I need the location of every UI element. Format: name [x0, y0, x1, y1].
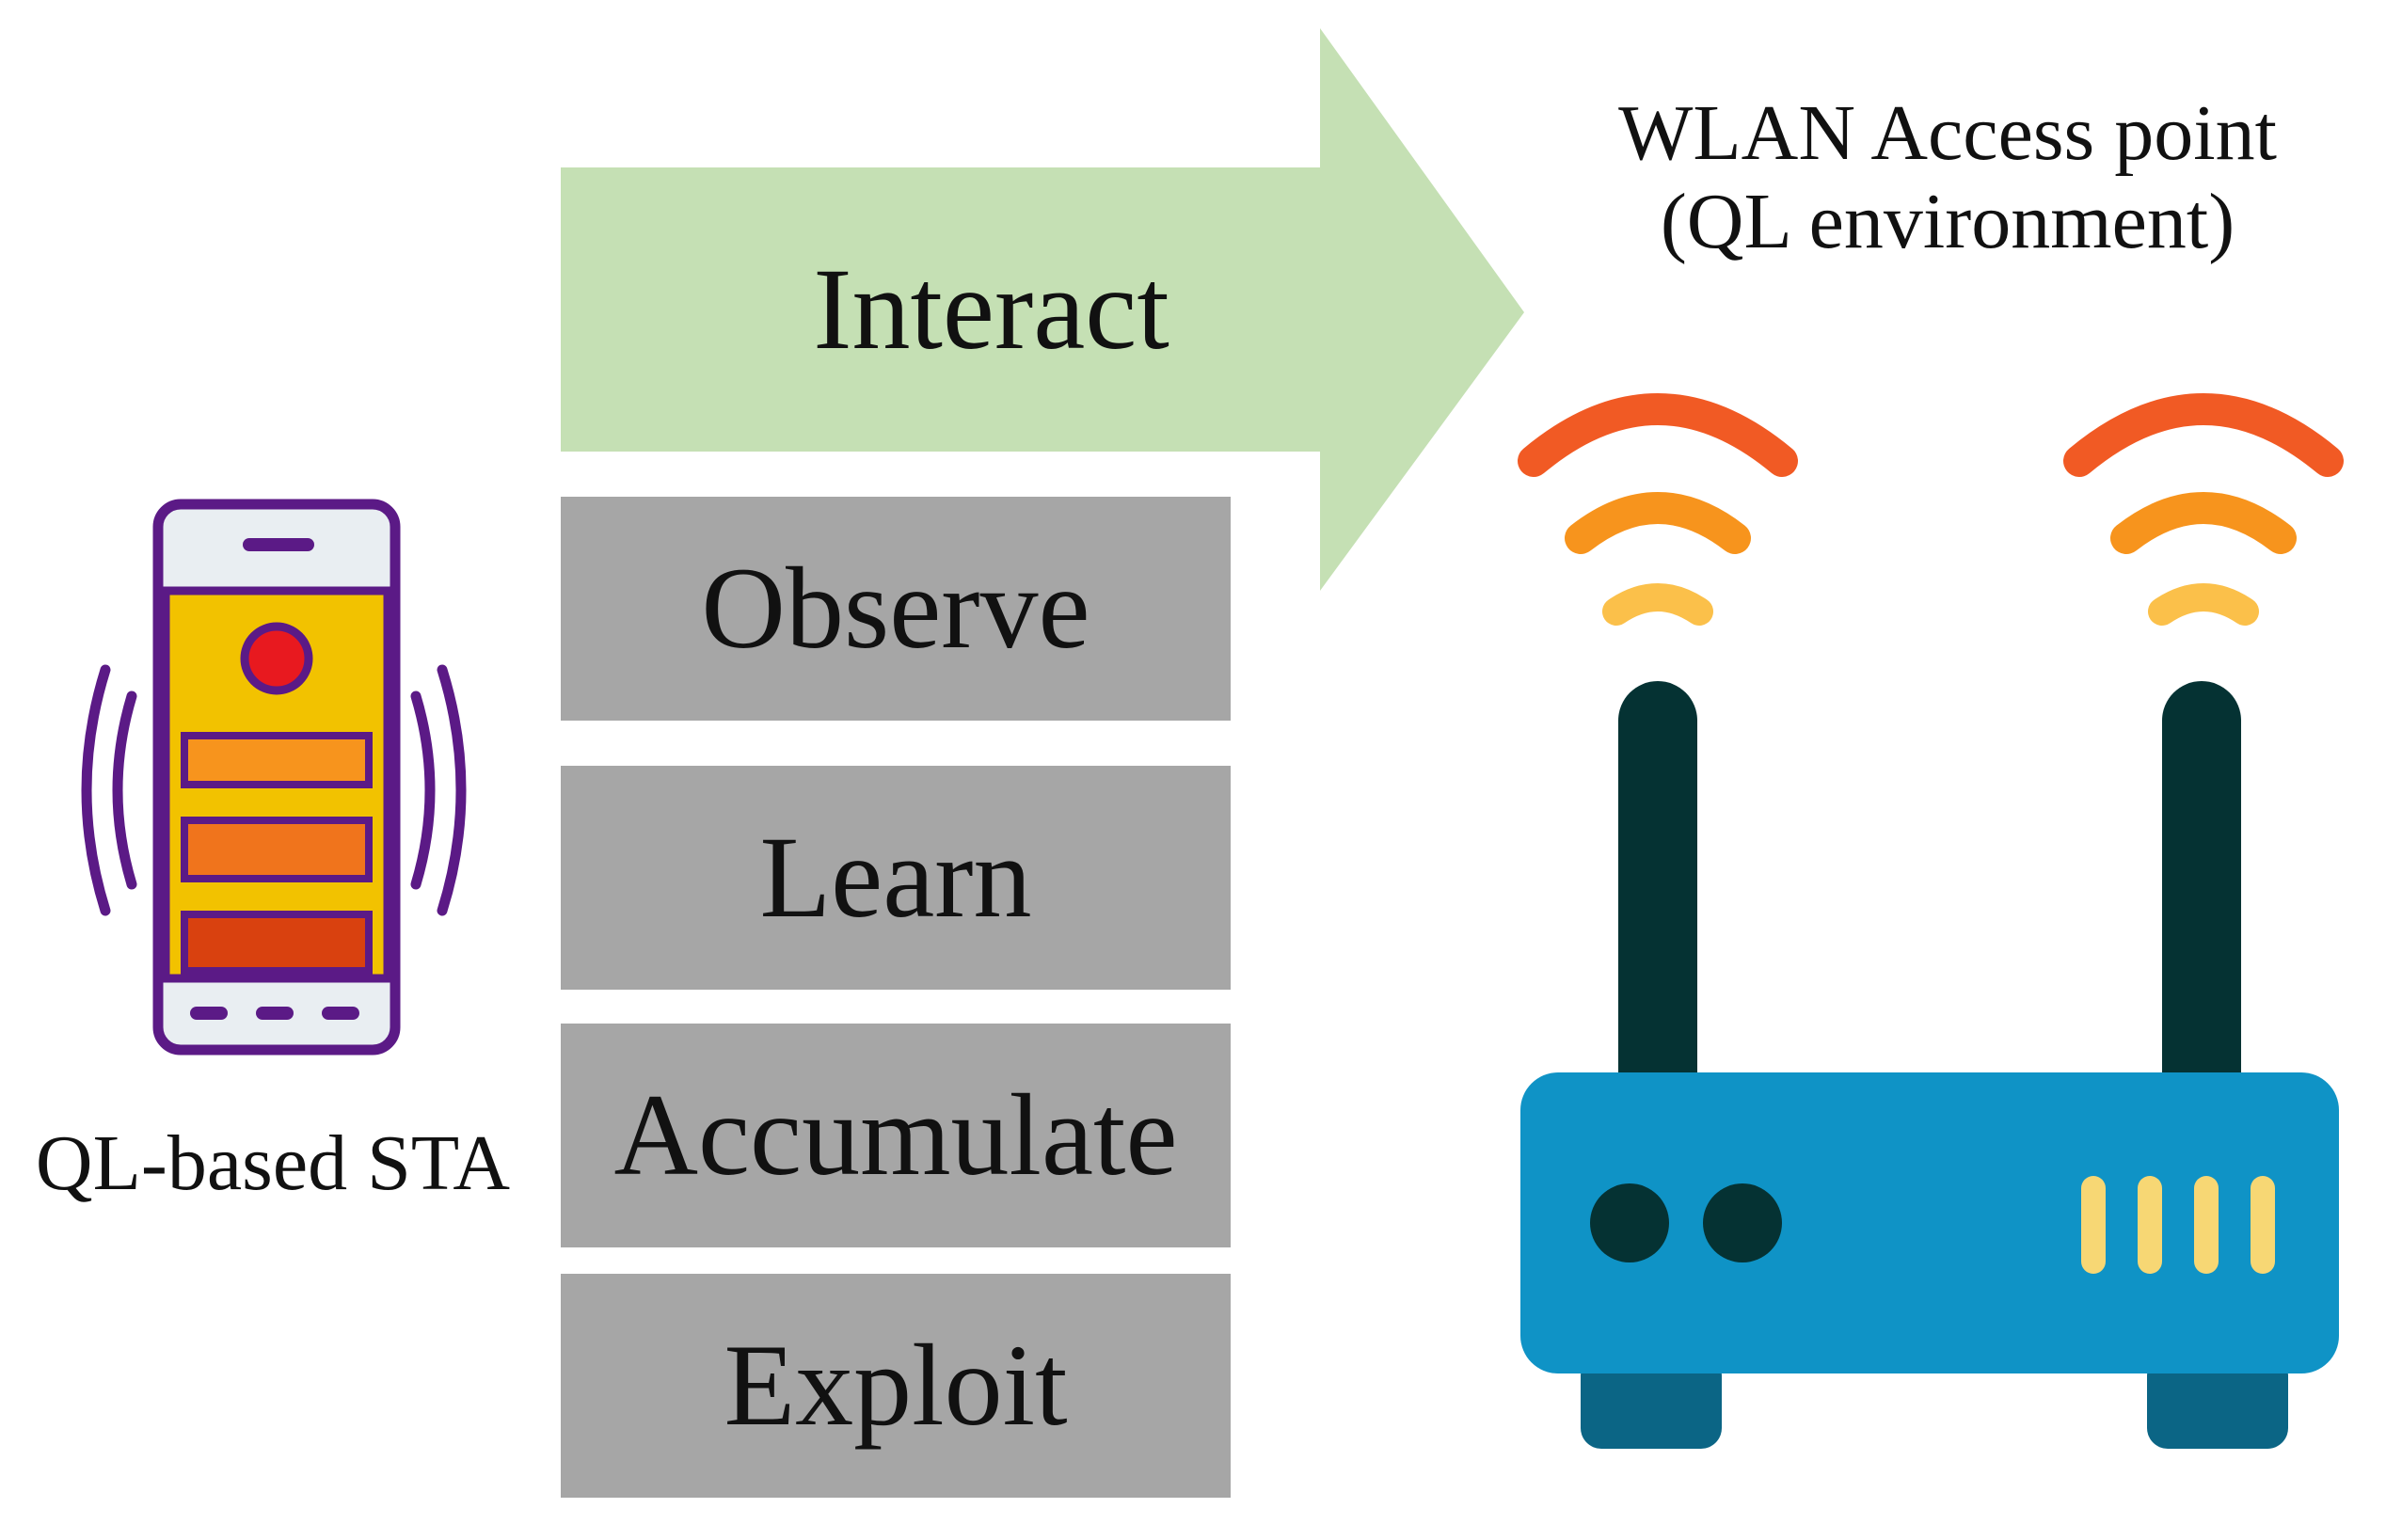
step-learn-label: Learn: [759, 813, 1032, 942]
step-exploit: Exploit: [561, 1274, 1231, 1498]
access-point-title: WLAN Access point (QL environment): [1543, 89, 2352, 266]
step-accumulate: Accumulate: [561, 1024, 1231, 1247]
step-accumulate-label: Accumulate: [613, 1071, 1178, 1199]
access-point-title-line2: (QL environment): [1660, 178, 2235, 266]
step-observe-label: Observe: [701, 544, 1090, 673]
access-point-title-line1: WLAN Access point: [1618, 89, 2277, 177]
station-label: QL-based STA: [35, 1119, 511, 1207]
step-exploit-label: Exploit: [724, 1321, 1068, 1450]
interact-arrow-shape: [561, 28, 1524, 591]
interact-label: Interact: [813, 245, 1169, 373]
step-observe: Observe: [561, 497, 1231, 721]
step-learn: Learn: [561, 766, 1231, 990]
